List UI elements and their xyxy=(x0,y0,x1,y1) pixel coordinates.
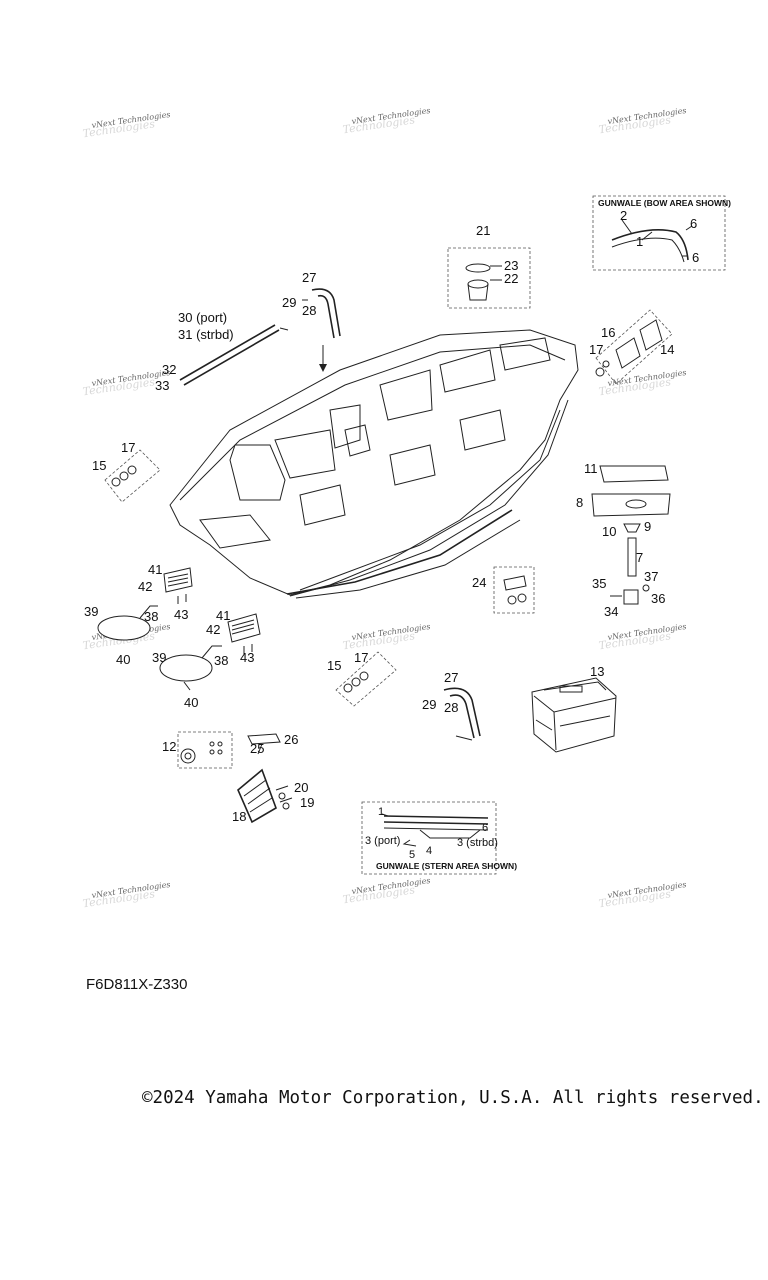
ladder-group: 20 19 18 xyxy=(232,768,314,824)
cleat-group-left: 17 15 xyxy=(92,440,161,503)
callout-label: 35 xyxy=(592,576,606,591)
callout-label: 20 xyxy=(294,780,308,795)
callout-label: 14 xyxy=(660,342,674,357)
grab-handle-bottom: 27 29 28 xyxy=(422,670,481,741)
table-group: 11 8 10 9 7 35 37 36 34 xyxy=(576,461,671,619)
callout-label: 15 xyxy=(327,658,341,673)
callout-label: 6 xyxy=(690,216,697,231)
callout-label: 40 xyxy=(184,695,198,710)
callout-label: 41 xyxy=(216,608,230,623)
callout-label: 23 xyxy=(504,258,518,273)
callout-label: 6 xyxy=(482,822,488,834)
callout-label: 31 (strbd) xyxy=(178,327,234,342)
callout-label: 38 xyxy=(144,609,158,624)
callout-label: 4 xyxy=(426,845,432,857)
callout-label: 24 xyxy=(472,575,486,590)
callout-label: 6 xyxy=(692,250,699,265)
cup-holder-group: 21 23 22 xyxy=(447,223,531,309)
callout-label: 22 xyxy=(504,271,518,286)
cleat-group-right: 16 17 14 xyxy=(589,309,674,385)
callout-label: 40 xyxy=(116,652,130,667)
callout-label: 17 xyxy=(589,342,603,357)
callout-label: 17 xyxy=(354,650,368,665)
seat-step-group-a: 41 42 43 39 38 40 xyxy=(84,562,193,667)
callout-label: 13 xyxy=(590,664,604,679)
seat-step-group-b: 41 42 43 39 38 40 xyxy=(152,608,261,710)
callout-label: 25 xyxy=(250,741,264,756)
callout-label: 16 xyxy=(601,325,615,340)
callout-label: 42 xyxy=(206,622,220,637)
callout-label: 11 xyxy=(584,461,598,476)
callout-label: 36 xyxy=(651,591,665,606)
callout-label: 10 xyxy=(602,524,616,539)
callout-label: 12 xyxy=(162,739,176,754)
callout-label: 39 xyxy=(84,604,98,619)
rail-group: 30 (port) 31 (strbd) 32 33 xyxy=(155,310,289,393)
callout-label: 42 xyxy=(138,579,152,594)
callout-label: 1 xyxy=(636,234,643,249)
callout-label: 15 xyxy=(92,458,106,473)
callout-label: 17 xyxy=(121,440,135,455)
callout-label: 21 xyxy=(476,223,490,238)
callout-label: 30 (port) xyxy=(178,310,227,325)
callout-label: 28 xyxy=(302,303,316,318)
callout-label: 1 xyxy=(378,806,384,818)
boat-hull-drawing xyxy=(169,329,579,599)
callout-label: 2 xyxy=(620,208,627,223)
grab-handle-top: 27 29 28 xyxy=(282,270,341,339)
callout-label: 33 xyxy=(155,378,169,393)
callout-label: 3 (port) xyxy=(365,835,400,847)
callout-label: 38 xyxy=(214,653,228,668)
callout-label: 5 xyxy=(409,849,415,861)
inset-bow-gunwale: GUNWALE (BOW AREA SHOWN) 2 1 6 6 xyxy=(592,195,731,271)
part-24-group: 24 xyxy=(472,566,535,614)
cleat-group-middle: 17 15 xyxy=(327,650,397,707)
callout-label: 26 xyxy=(284,732,298,747)
callout-label: 37 xyxy=(644,569,658,584)
callout-label: 8 xyxy=(576,495,583,510)
callout-label: 27 xyxy=(444,670,458,685)
callout-label: 27 xyxy=(302,270,316,285)
callout-label: 32 xyxy=(162,362,176,377)
callout-label: 34 xyxy=(604,604,618,619)
callout-label: 29 xyxy=(422,697,436,712)
callout-label: 41 xyxy=(148,562,162,577)
diagram-code: F6D811X-Z330 xyxy=(86,976,188,993)
callout-label: 39 xyxy=(152,650,166,665)
part-25-26-group: 25 26 xyxy=(247,732,298,756)
callout-label: 18 xyxy=(232,809,246,824)
callout-label: 9 xyxy=(644,519,651,534)
light-group: 12 xyxy=(162,731,233,769)
callout-label: 43 xyxy=(240,650,254,665)
callout-label: 19 xyxy=(300,795,314,810)
inset-title: GUNWALE (BOW AREA SHOWN) xyxy=(598,198,731,208)
callout-label: 43 xyxy=(174,607,188,622)
cooler-drawing: 13 xyxy=(531,664,617,753)
callout-label: 3 (strbd) xyxy=(457,837,498,849)
copyright-notice: ©2024 Yamaha Motor Corporation, U.S.A. A… xyxy=(142,1088,764,1108)
callout-label: 28 xyxy=(444,700,458,715)
callout-label: 7 xyxy=(636,550,643,565)
arrow-head xyxy=(319,364,327,372)
inset-title: GUNWALE (STERN AREA SHOWN) xyxy=(376,861,517,871)
callout-label: 29 xyxy=(282,295,296,310)
inset-stern-gunwale: 1 6 3 (port) 3 (strbd) 5 4 GUNWALE (STER… xyxy=(361,801,517,875)
